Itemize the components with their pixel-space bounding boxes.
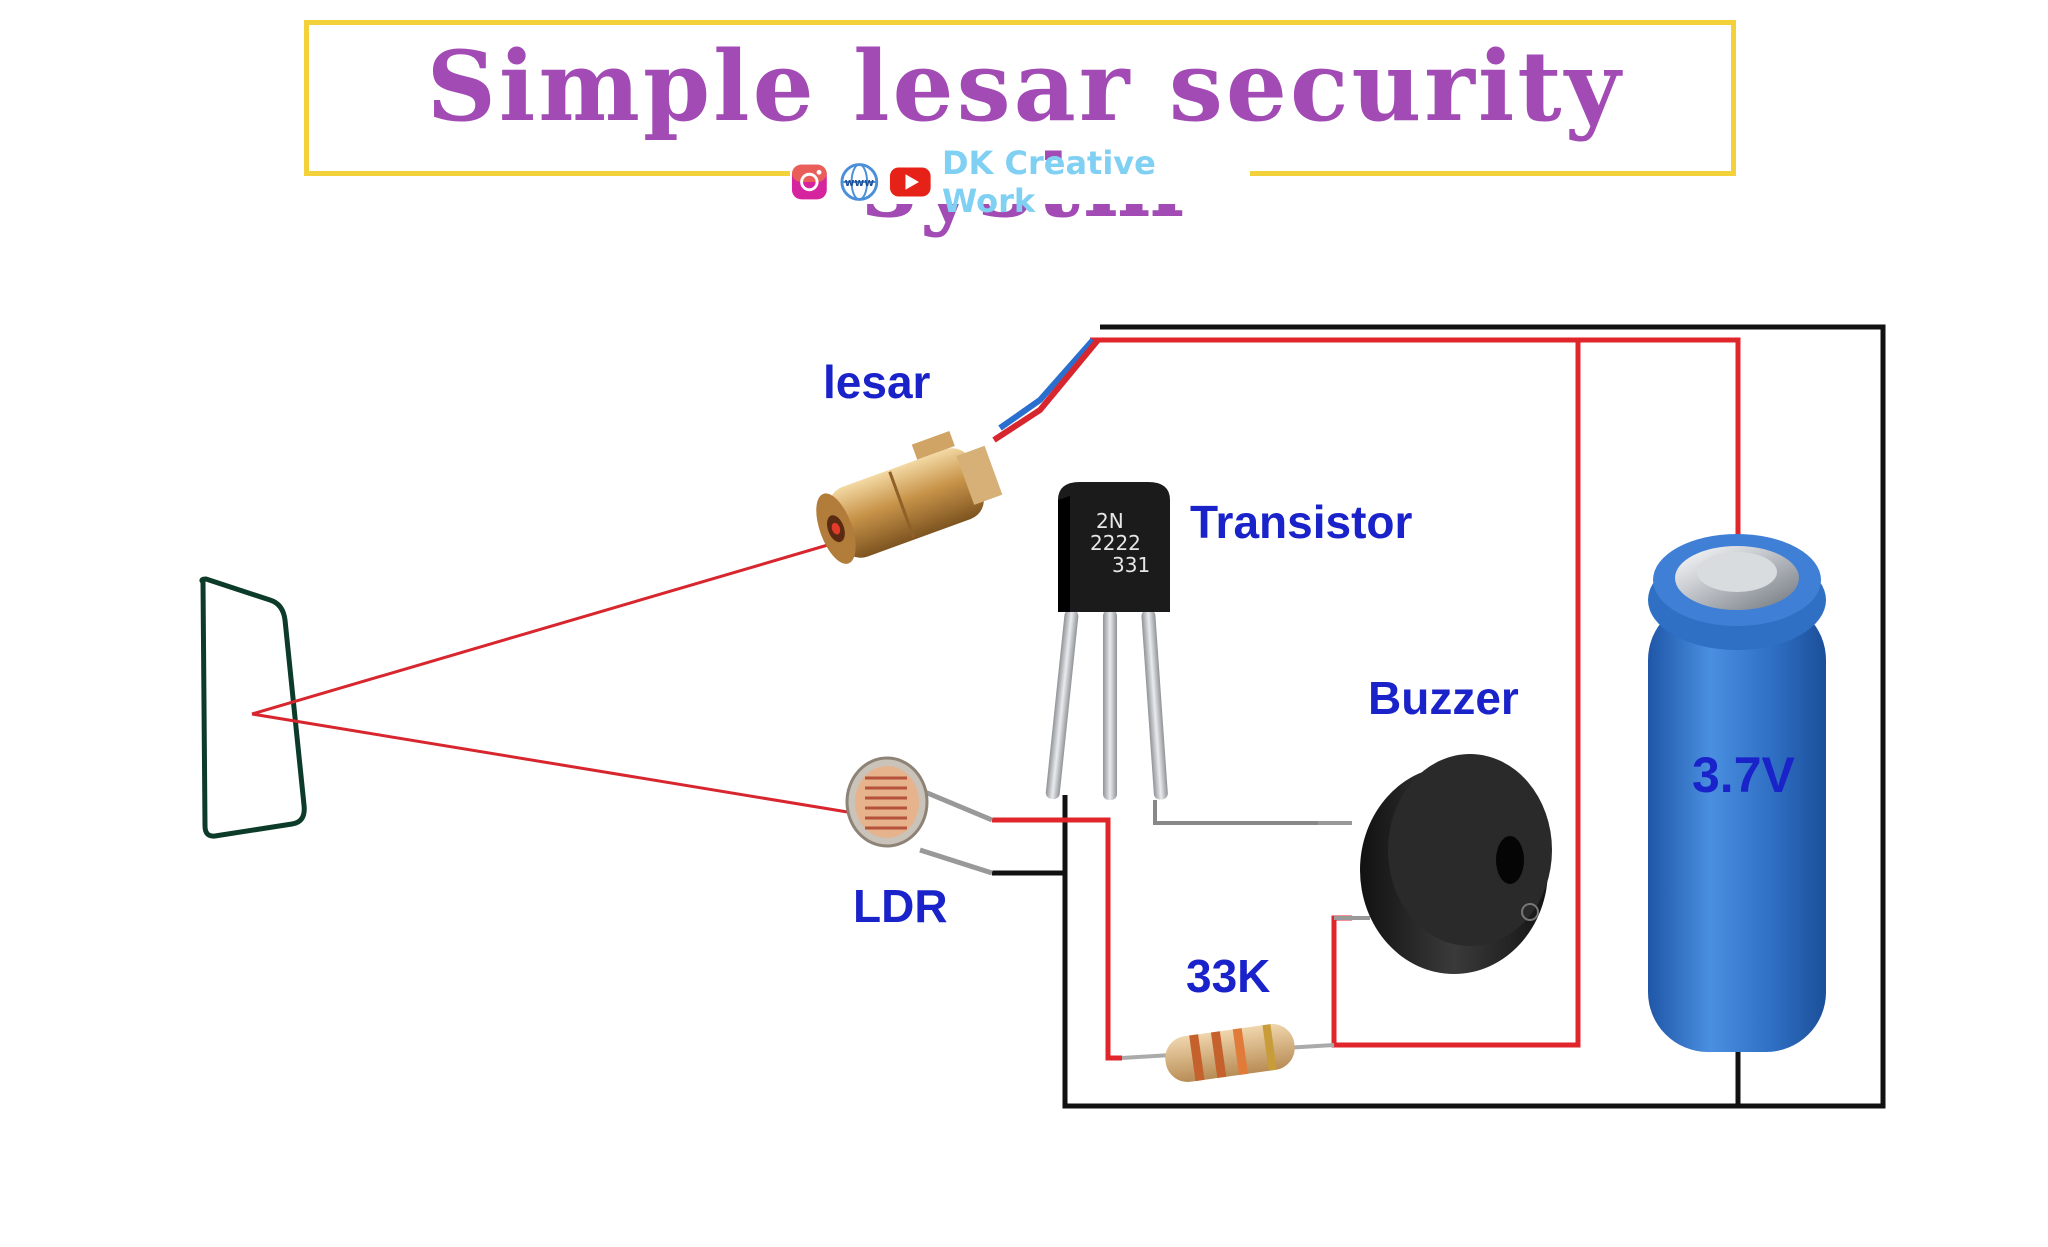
- laser-module: [816, 338, 1101, 564]
- buzzer: [1318, 754, 1552, 974]
- label-battery: 3.7V: [1692, 747, 1796, 803]
- label-buzzer: Buzzer: [1368, 672, 1519, 724]
- transistor-2n2222: 2N 2222 331: [1045, 482, 1170, 800]
- resistor-33k: [1121, 1024, 1335, 1082]
- brand-name: DK Creative Work: [941, 144, 1156, 220]
- label-transistor: Transistor: [1190, 496, 1413, 548]
- ldr-sensor: [845, 756, 993, 876]
- label-resistor: 33K: [1186, 950, 1270, 1002]
- transistor-marking-line2: 2222: [1090, 531, 1141, 555]
- label-lesar: lesar: [823, 356, 931, 408]
- transistor-marking-line1: 2N: [1096, 509, 1124, 533]
- battery-cell: [1648, 534, 1826, 1052]
- laser-beam: [251, 540, 885, 820]
- gray-wire: [1153, 800, 1318, 825]
- label-ldr: LDR: [853, 880, 948, 932]
- youtube-icon: [890, 167, 932, 197]
- brand-strip: www DK Creative Work: [790, 144, 1250, 220]
- instagram-icon: [791, 164, 827, 200]
- title-banner: Simple lesar security systm: [304, 20, 1736, 231]
- mirror: [199, 576, 307, 839]
- black-wires: [992, 324, 1886, 1109]
- transistor-marking-line3: 331: [1112, 553, 1150, 577]
- web-icon: www: [840, 163, 878, 201]
- svg-text:www: www: [844, 176, 874, 189]
